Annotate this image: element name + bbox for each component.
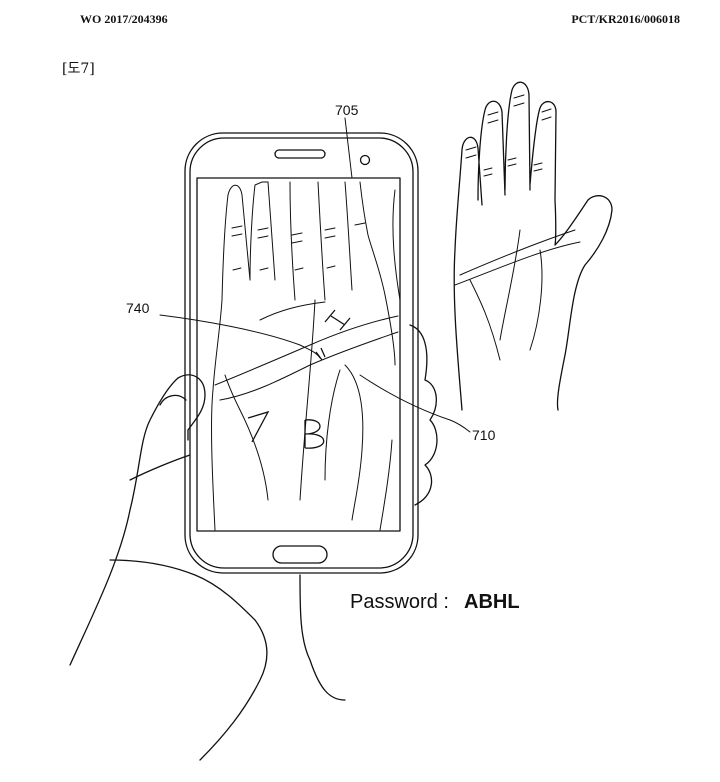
figure-label: [도7] [62, 61, 95, 77]
palm-letter-b [304, 419, 325, 449]
password-value: ABHL [464, 591, 520, 613]
publication-number: WO 2017/204396 [80, 12, 168, 26]
leader-line-710 [359, 374, 471, 433]
leader-line-705 [344, 117, 353, 179]
palm-letter-a [247, 410, 270, 443]
raised-hand-illustration [453, 81, 613, 411]
camera-lens [359, 154, 371, 166]
palm-capture-image [211, 181, 401, 531]
application-number: PCT/KR2016/006018 [571, 12, 680, 26]
holding-hand-illustration [69, 324, 438, 761]
ref-numeral-710: 710 [472, 427, 496, 443]
palm-letter-h [324, 309, 351, 331]
palm-letter-i [315, 347, 326, 361]
leader-line-740 [159, 314, 321, 359]
ref-numeral-705: 705 [335, 102, 359, 118]
smartphone-device [184, 132, 419, 574]
speaker-grille [274, 149, 326, 159]
password-label: Password : [350, 591, 449, 613]
ref-numeral-740: 740 [126, 300, 150, 316]
home-button [272, 545, 328, 564]
